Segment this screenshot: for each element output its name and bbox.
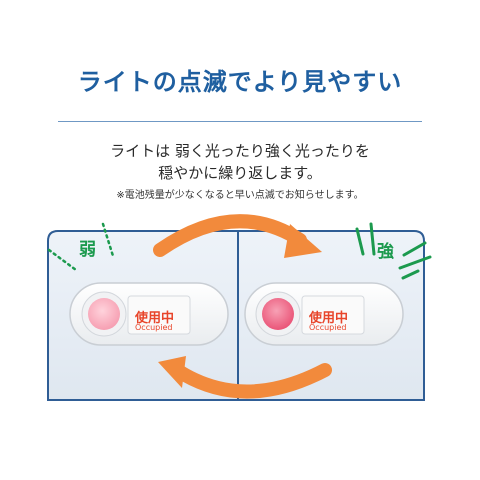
- strong-label: 強: [377, 242, 394, 262]
- description-line-2: 穏やかに繰り返します。: [158, 164, 322, 182]
- indicator-badge-strong: [244, 282, 404, 346]
- strong-rays-icon: [355, 222, 432, 280]
- badge-right-status-jp: 使用中: [309, 311, 349, 326]
- weak-rays-icon: [47, 222, 115, 272]
- weak-label: 弱: [79, 240, 96, 260]
- title-divider: [58, 121, 422, 122]
- badge-left-status-jp: 使用中: [135, 311, 175, 326]
- badge-left-status-en: Occupied: [135, 323, 173, 332]
- badge-right-status-en: Occupied: [309, 323, 347, 332]
- page-title: ライトの点滅でより見やすい: [77, 68, 403, 96]
- battery-note: ※電池残量が少なくなると早い点滅でお知らせします。: [116, 190, 364, 201]
- cycle-arrow-top: [153, 214, 322, 258]
- indicator-badge-weak: [69, 282, 229, 346]
- cycle-arrow-bottom: [158, 356, 332, 399]
- description-line-1: ライトは 弱く光ったり強く光ったりを: [110, 142, 370, 160]
